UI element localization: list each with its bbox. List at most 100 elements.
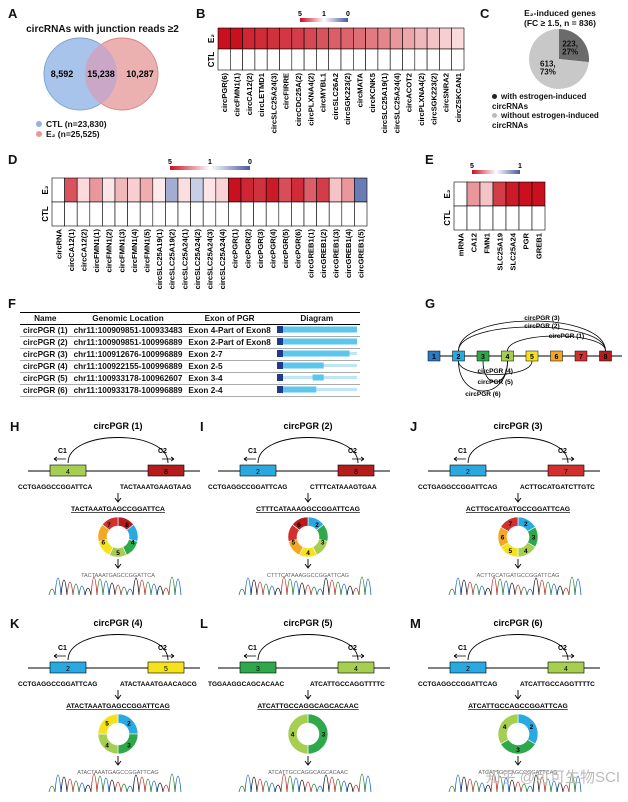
ring-exon-label: 4 [291, 732, 295, 739]
junction-title: circPGR (3) [493, 421, 542, 431]
chromatogram-peak [322, 577, 330, 596]
exon-right [147, 464, 185, 477]
chromatogram-peak [280, 773, 288, 793]
color-scale-bar [300, 18, 348, 22]
venn-middle-count: 15,238 [87, 69, 115, 79]
table-cell-exon: Exon 3-4 [185, 372, 274, 385]
down-arrow-icon [114, 690, 122, 700]
chromatogram-peak [138, 579, 146, 596]
junction-sequence: ATCATTGCCAGGCAGCACAAC [257, 703, 358, 710]
circrna-ring-segment [287, 713, 309, 755]
table-cell-loc: chr11:100933178-100962607 [70, 372, 186, 385]
heatmap-cell-e2 [453, 181, 468, 207]
pie-slice-label: 613, [540, 60, 556, 69]
heatmap-column-label: circSLC25A19(1) [155, 229, 164, 290]
circrna-ring-segment [497, 713, 519, 745]
chromatogram-peak [60, 579, 68, 596]
pie-legend-with-label: with estrogen-induced circRNAs [492, 92, 587, 111]
heatmap-column-label: circPLXNA4(2) [306, 73, 315, 126]
diagram-track [282, 388, 357, 391]
chromatogram-peak [48, 785, 56, 793]
arc-label: circPGR (2) [524, 323, 559, 330]
scale-tick-label: 0 [248, 159, 252, 166]
heatmap-column-label: GREB1 [535, 232, 544, 259]
table-cell-exon: Exon 2-7 [185, 348, 274, 361]
ring-exon-label: 2 [524, 521, 528, 528]
exon-right [547, 464, 585, 477]
pie-slice [559, 29, 589, 63]
primer-c2-label: C2 [158, 645, 167, 652]
pie-slice-label: 223, [562, 40, 578, 49]
table-cell-name: circPGR (4) [20, 360, 71, 373]
chromatogram-peak [120, 783, 128, 793]
circrna-ring-segment [101, 516, 119, 531]
chromatogram-peak [346, 782, 354, 793]
chromatogram-peak [168, 773, 176, 793]
chromatogram-peak [544, 581, 552, 596]
chromatogram-peak [322, 774, 330, 793]
table-cell-loc: chr11:100909851-100933483 [70, 324, 186, 337]
heatmap-cell-ctl [51, 201, 65, 227]
diagram-exon-bar [312, 374, 324, 381]
down-arrow-icon [514, 756, 522, 766]
heatmap-cell-e2 [291, 27, 305, 50]
chromatogram-peak [84, 784, 92, 793]
ring-exon-label: 2 [315, 522, 319, 529]
backsplice-arc [67, 634, 169, 661]
legend-dot-icon [36, 131, 42, 137]
sequence-right: ATCATTGCCAGGTTTTC [310, 681, 385, 688]
arc-label: circPGR (5) [478, 379, 513, 386]
heatmap-cell-e2 [316, 27, 330, 50]
heatmap-column-label: circPGR(5) [281, 229, 290, 269]
heatmap-cell-e2 [365, 27, 379, 50]
exon-left-number: 2 [466, 469, 470, 476]
chromatogram-peak [298, 779, 306, 793]
chromatogram-peak [496, 775, 504, 793]
heatmap-cell-e2 [266, 27, 280, 50]
heatmap-cell-ctl [165, 201, 179, 227]
heatmap-column-label: circSLC26A2 [331, 73, 340, 120]
chromatogram-peak [340, 583, 348, 596]
junction-title: circPGR (6) [493, 618, 542, 628]
exon-right [147, 661, 185, 674]
heatmap-cell-ctl [89, 201, 103, 227]
ring-exon-label: 8 [125, 522, 129, 529]
heatmap-column-label: circRNA [54, 228, 63, 258]
heatmap-cell-ctl [341, 201, 355, 227]
heatmap-cell-e2 [127, 177, 141, 203]
diagram-start-mark [276, 374, 283, 381]
junction-title: circPGR (4) [93, 618, 142, 628]
chromatogram-peak [262, 583, 270, 596]
heatmap-cell-e2 [51, 177, 65, 203]
chromatogram-peak [364, 578, 372, 596]
chromatogram-peak [340, 780, 348, 793]
chromatogram-peak [286, 578, 294, 596]
table-cell-loc: chr11:100933178-100996889 [70, 384, 186, 397]
venn-diagram: 8,592 15,238 10,287 [43, 37, 159, 111]
chromatogram-peak [168, 576, 176, 596]
heatmap-cell-ctl [64, 201, 78, 227]
chromatogram-peak [84, 587, 92, 596]
table-cell-diagram [273, 348, 360, 361]
pgr-table-header-row: Name Genomic Location Exon of PGR Diagra… [20, 312, 360, 325]
exon-number: 5 [530, 354, 534, 361]
down-arrow-icon [304, 493, 312, 503]
chromatogram-peak [544, 778, 552, 793]
heatmap-cell-ctl [354, 201, 368, 227]
primer-c1-label: C1 [58, 448, 67, 455]
heatmap-cell-ctl [202, 201, 217, 227]
chromatogram-peak [78, 782, 86, 793]
heatmap-cell-e2 [253, 177, 267, 203]
ring-exon-label: 3 [322, 732, 326, 739]
exon-left [239, 464, 277, 477]
chromatogram-peak [574, 578, 582, 596]
chromatogram-peak [262, 780, 270, 793]
chromatogram-peak [328, 579, 336, 596]
chromatogram-peak [562, 587, 570, 596]
chromatogram-peak [144, 581, 152, 596]
arrow-right-icon [162, 456, 175, 462]
chromatogram-sequence: ATCATTGCCAGGCAGCACAAC [268, 770, 348, 776]
heatmap-cell-e2 [466, 181, 481, 207]
arc-label: circPGR (3) [524, 315, 559, 322]
